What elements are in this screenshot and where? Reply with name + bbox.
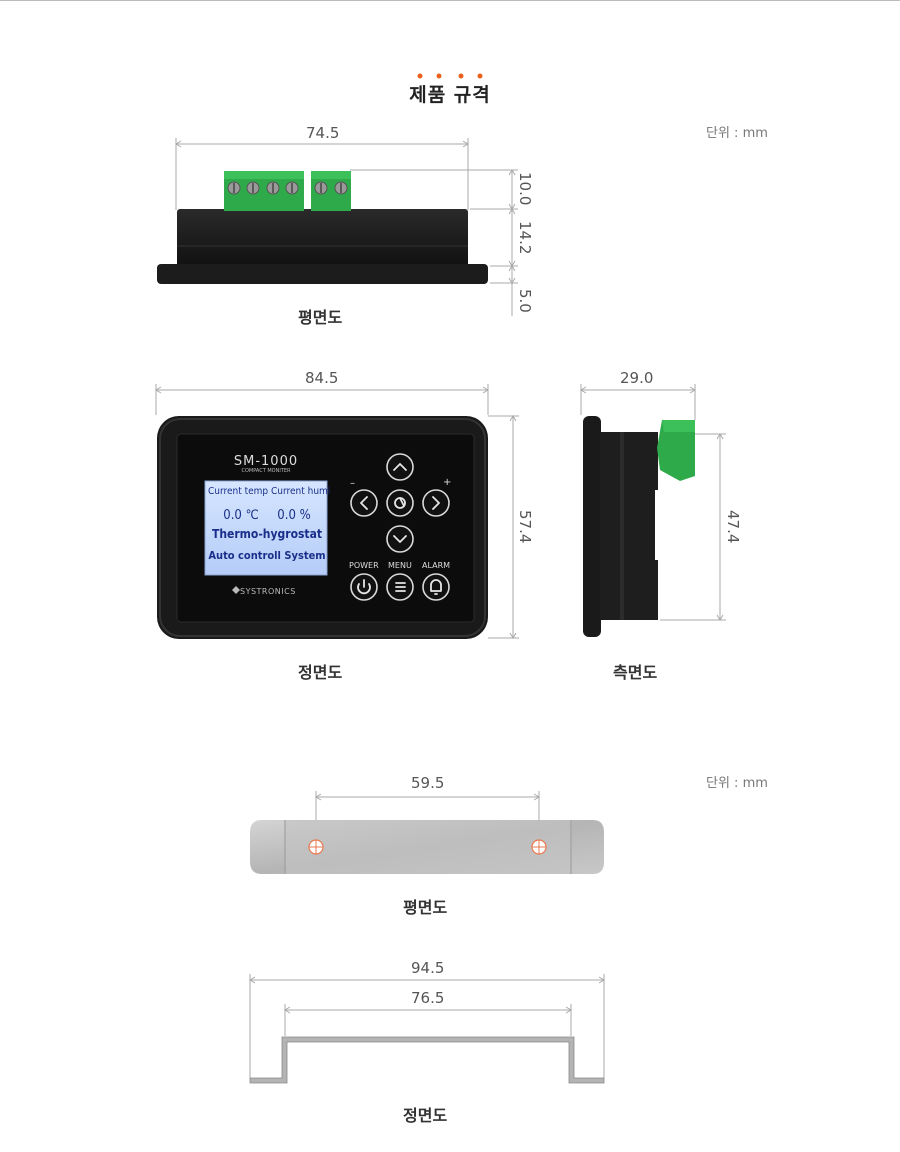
minus-label: – bbox=[350, 478, 355, 489]
mounting-hole-left bbox=[308, 839, 324, 855]
left-arrow-icon bbox=[360, 496, 368, 510]
bracket-front-view bbox=[249, 974, 605, 1084]
caption-bracket-front: 정면도 bbox=[403, 1106, 448, 1125]
model-subtitle: COMPACT MONITER bbox=[241, 468, 291, 474]
power-icon bbox=[357, 583, 371, 595]
dim-top-h3: 5.0 bbox=[516, 289, 534, 313]
unit-label-top: 단위 : mm bbox=[706, 126, 768, 141]
dim-hole-spacing: 59.5 bbox=[411, 774, 445, 792]
top-divider bbox=[0, 0, 900, 1]
lcd-line-2: 0.0 ℃ 0.0 % bbox=[223, 508, 311, 523]
caption-front-view: 정면도 bbox=[298, 663, 343, 682]
plus-label: + bbox=[443, 477, 452, 488]
caption-top-view: 평면도 bbox=[298, 308, 343, 327]
bell-icon bbox=[430, 579, 442, 592]
model-name: SM-1000 bbox=[233, 454, 299, 469]
dim-top-h1: 10.0 bbox=[516, 172, 534, 206]
dim-front-width: 84.5 bbox=[305, 369, 339, 387]
right-arrow-icon bbox=[432, 496, 440, 510]
dim-bracket-outer: 94.5 bbox=[411, 959, 445, 977]
title-accent-dots bbox=[417, 73, 483, 79]
dim-top-width: 74.5 bbox=[306, 124, 340, 142]
page-title: 제품 규격 bbox=[409, 84, 491, 106]
caption-side-view: 측면도 bbox=[613, 663, 658, 682]
controller-side-view bbox=[580, 384, 726, 637]
menu-label: MENU bbox=[388, 561, 412, 570]
down-arrow-icon bbox=[393, 535, 407, 543]
unit-label-bottom: 단위 : mm bbox=[706, 776, 768, 791]
dim-bracket-inner: 76.5 bbox=[411, 989, 445, 1007]
lcd-line-1: Current temp Current humi bbox=[208, 486, 331, 497]
up-arrow-icon bbox=[393, 463, 407, 471]
alarm-label: ALARM bbox=[422, 561, 451, 570]
controller-front-view bbox=[155, 384, 519, 639]
bracket-top-view bbox=[250, 791, 604, 874]
lcd-line-3: Thermo-hygrostat bbox=[211, 527, 323, 541]
controller-top-view bbox=[157, 138, 518, 316]
lcd-line-4: Auto controll System bbox=[208, 549, 326, 562]
caption-bracket-top: 평면도 bbox=[403, 898, 448, 917]
brand-logo: SYSTRONICS bbox=[240, 587, 296, 596]
dim-side-width: 29.0 bbox=[620, 369, 654, 387]
dim-front-height: 57.4 bbox=[516, 510, 534, 544]
power-label: POWER bbox=[349, 561, 379, 570]
mounting-hole-right bbox=[531, 839, 547, 855]
dim-side-height: 47.4 bbox=[724, 510, 742, 544]
dim-top-h2: 14.2 bbox=[516, 221, 534, 255]
